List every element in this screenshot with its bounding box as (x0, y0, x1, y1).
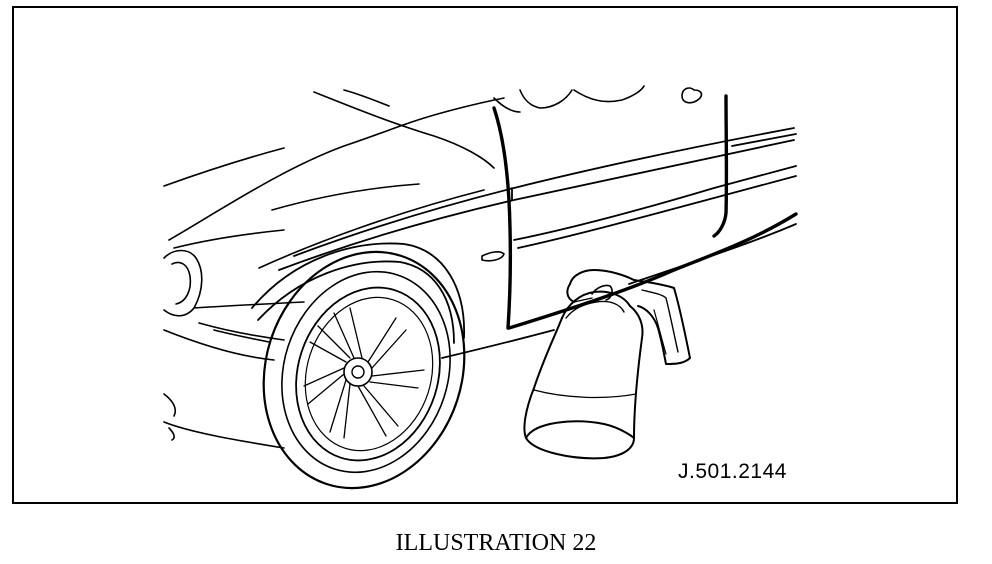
figure-caption: ILLUSTRATION 22 (395, 530, 597, 556)
side-marker (482, 252, 504, 261)
bottle-nozzle (592, 285, 612, 300)
illustration-frame: J.501.2144 (12, 6, 958, 504)
reference-code: J.501.2144 (678, 460, 787, 483)
front-bumper (164, 394, 284, 448)
wheel-spokes (304, 308, 424, 438)
car-roof-details (494, 86, 702, 112)
car-rocker-lower (442, 224, 796, 358)
front-wheel (234, 226, 495, 506)
bottle-handle (634, 280, 690, 364)
car-hood (164, 90, 504, 268)
car-spray-illustration (14, 8, 960, 506)
bottle-shoulder (562, 292, 630, 318)
bottle-body (524, 306, 642, 458)
spray-bottle (524, 270, 690, 458)
car-rocker (509, 214, 796, 328)
door-seams (494, 96, 726, 328)
headlight (164, 251, 304, 361)
car-body-lines (279, 128, 796, 270)
bottle-neck (567, 284, 574, 302)
wheel-arch (252, 243, 464, 343)
